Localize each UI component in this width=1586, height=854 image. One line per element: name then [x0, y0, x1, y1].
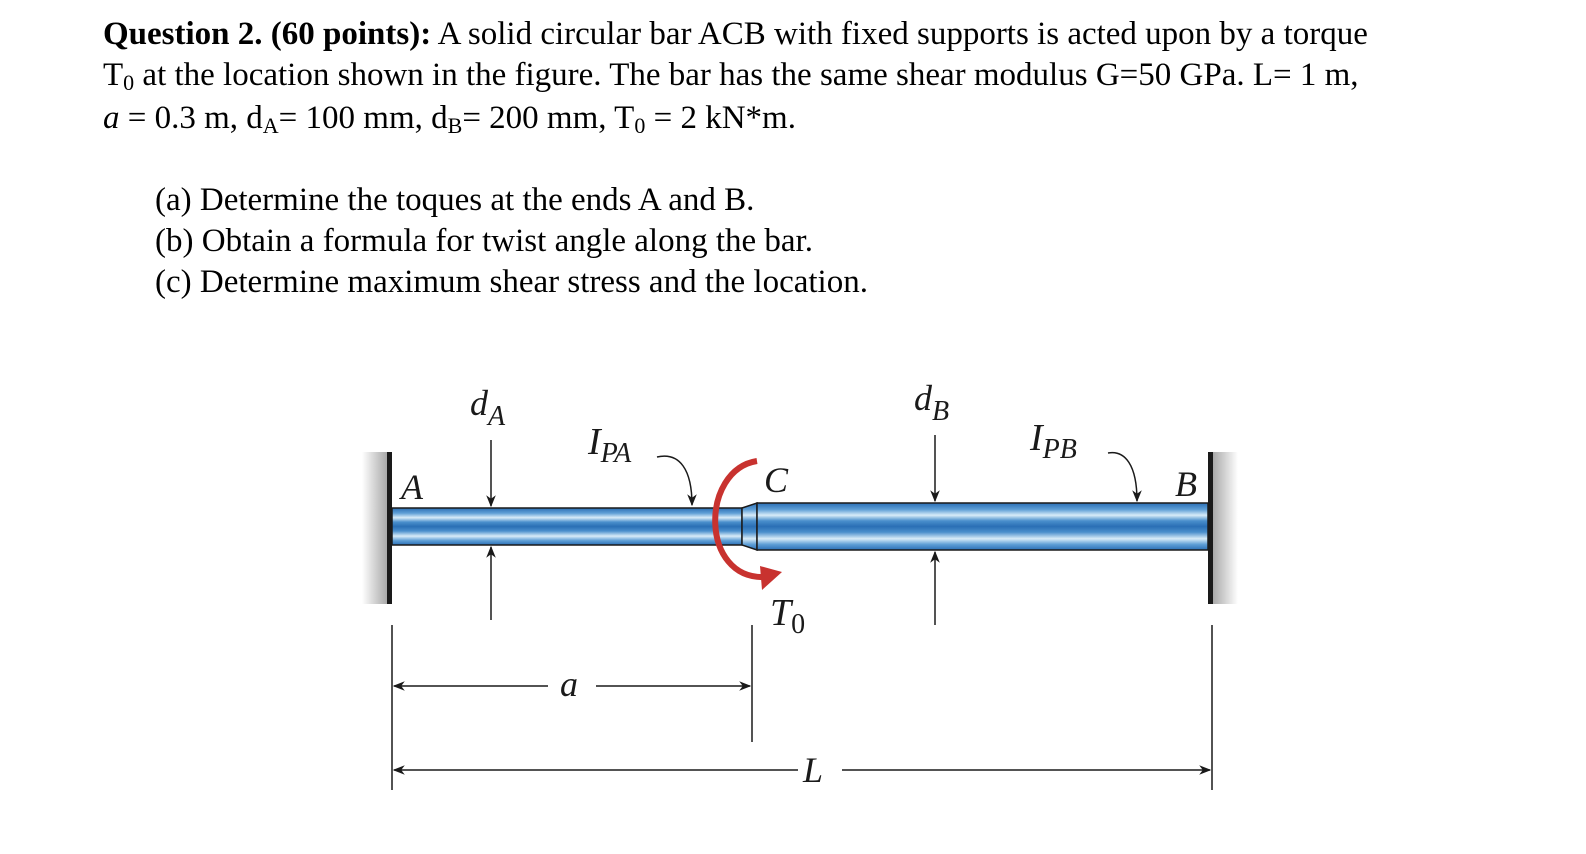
fixed-support-left — [362, 452, 392, 604]
part-a: (a) Determine the toques at the ends A a… — [155, 182, 755, 218]
IPB-pointer-arrow — [1107, 451, 1142, 503]
label-C: C — [764, 460, 789, 500]
problem-line-3: a = 0.3 m, dA= 100 mm, dB= 200 mm, T0 = … — [103, 100, 796, 138]
bar-transition — [741, 501, 758, 552]
label-a: a — [560, 664, 578, 704]
label-IPA: IPA — [587, 421, 632, 469]
bar-segment-A — [391, 507, 743, 546]
part-c: (c) Determine maximum shear stress and t… — [155, 264, 868, 300]
question-heading: Question 2. (60 points): — [103, 16, 432, 52]
torque-arrow-icon — [712, 458, 782, 590]
problem-line-1: Question 2. (60 points): A solid circula… — [103, 16, 1368, 52]
label-B: B — [1175, 464, 1197, 504]
fixed-support-right — [1208, 452, 1238, 604]
bar-segment-B — [756, 502, 1209, 551]
part-b: (b) Obtain a formula for twist angle alo… — [155, 223, 813, 259]
label-dA: dA — [470, 383, 506, 432]
problem-statement: Question 2. (60 points): A solid circula… — [103, 14, 1503, 141]
IPA-pointer-arrow — [656, 455, 697, 507]
question-parts: (a) Determine the toques at the ends A a… — [155, 180, 868, 303]
label-L: L — [802, 750, 823, 790]
label-T0: T0 — [770, 592, 805, 640]
label-dB: dB — [914, 378, 949, 427]
problem-line-2: T0 at the location shown in the figure. … — [103, 57, 1359, 95]
label-IPB: IPB — [1029, 417, 1077, 465]
label-A: A — [399, 467, 424, 507]
